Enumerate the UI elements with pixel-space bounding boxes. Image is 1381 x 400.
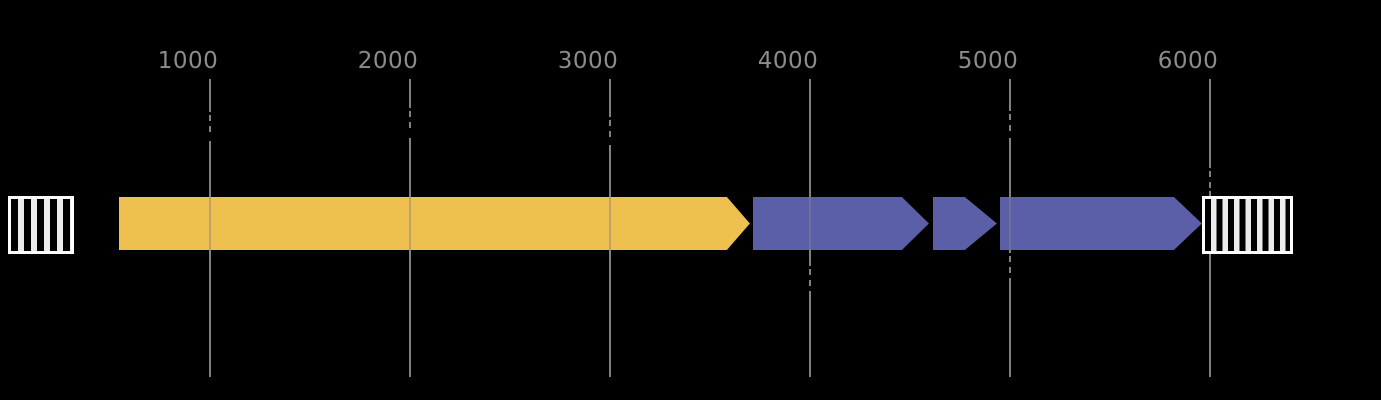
gridline-4000 [808, 269, 811, 275]
gridline-5000 [1008, 114, 1011, 120]
gridline-1000 [208, 126, 211, 132]
tick-label-1000: 1000 [157, 48, 219, 74]
gene-1-arrow [119, 197, 750, 250]
gridline-4000 [808, 79, 811, 266]
gridline-through-4000 [808, 197, 811, 250]
gridline-through-1000 [208, 197, 211, 250]
gridline-3000 [608, 120, 611, 126]
gene-4-arrow [1000, 197, 1202, 250]
gridline-6000 [1208, 171, 1211, 177]
gene-3-arrow [933, 197, 997, 250]
gridline-5000 [1008, 278, 1011, 377]
gridline-2000 [408, 111, 411, 117]
gridline-through-3000 [608, 197, 611, 250]
gridline-4000 [808, 280, 811, 286]
tick-label-3000: 3000 [557, 48, 619, 74]
tick-label-4000: 4000 [757, 48, 819, 74]
gridline-2000 [408, 138, 411, 377]
gridline-1000 [208, 79, 211, 112]
gridline-through-5000 [1008, 197, 1011, 250]
gridline-6000 [1208, 79, 1211, 168]
gridline-6000 [1208, 182, 1211, 188]
tick-label-2000: 2000 [357, 48, 419, 74]
gridline-3000 [608, 79, 611, 117]
gridline-5000 [1008, 256, 1011, 262]
gridline-5000 [1008, 79, 1011, 111]
sequence-end-left [7, 196, 74, 254]
gridline-3000 [608, 145, 611, 377]
gridline-2000 [408, 122, 411, 128]
tick-label-6000: 6000 [1157, 48, 1219, 74]
gridline-4000 [808, 291, 811, 377]
gridline-5000 [1008, 138, 1011, 253]
gridline-3000 [608, 131, 611, 137]
sequence-end-right [1201, 196, 1294, 254]
gridline-5000 [1008, 125, 1011, 131]
gridline-6000 [1208, 191, 1211, 377]
gene-2-arrow [753, 197, 929, 250]
gridline-through-2000 [408, 197, 411, 250]
gridline-1000 [208, 141, 211, 377]
gridline-5000 [1008, 267, 1011, 273]
gridline-1000 [208, 115, 211, 121]
gridline-2000 [408, 79, 411, 108]
tick-label-5000: 5000 [957, 48, 1019, 74]
